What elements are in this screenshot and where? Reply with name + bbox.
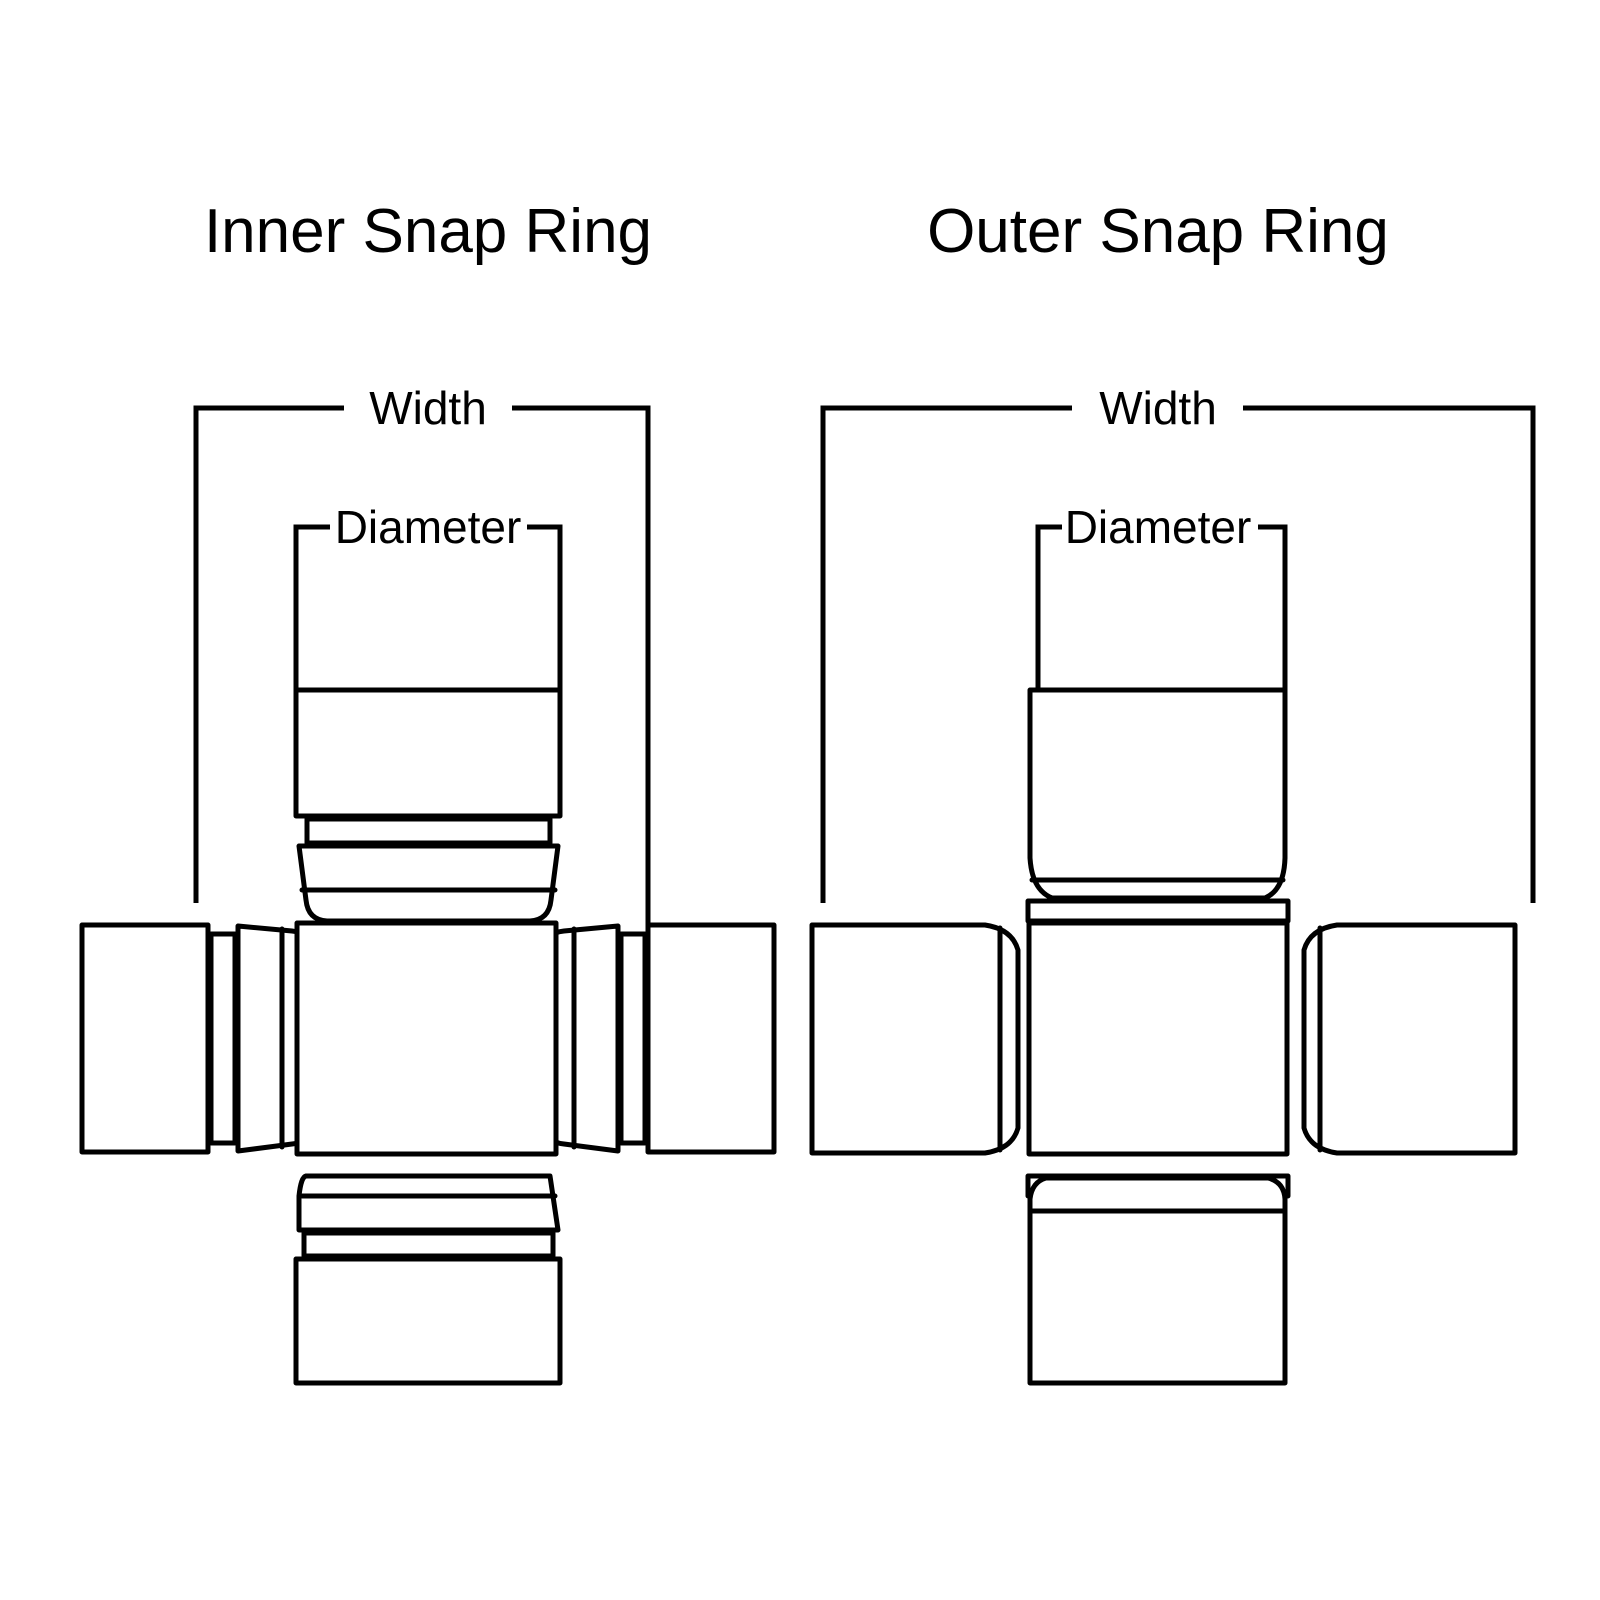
right-bearing-cap-inner [540,922,777,1155]
top-bearing-cap-outer [1025,687,1291,924]
width-label-inner: Width [369,382,487,434]
bottom-bearing-cap-outer [1025,1173,1291,1386]
right-bearing-cap-outer [1301,922,1518,1156]
cross-body-outer [1026,920,1290,1157]
diameter-dimension-outer: Diameter [1035,501,1288,690]
bottom-bearing-cap-inner [293,1173,563,1386]
panel-inner-snap-ring: Inner Snap Ring Width Diameter [79,197,777,1386]
left-bearing-cap-outer [809,922,1021,1156]
width-dimension-inner: Width [193,382,651,1150]
width-dimension-outer: Width [820,382,1536,903]
left-bearing-cap-inner [79,922,316,1155]
diameter-label-inner: Diameter [335,501,522,553]
diameter-dimension-inner: Diameter [293,501,563,690]
top-bearing-cap-inner [293,687,563,924]
width-label-outer: Width [1099,382,1217,434]
cross-body-inner [294,920,559,1157]
panel-outer-snap-ring: Outer Snap Ring Width Diameter [809,197,1536,1386]
panel-title-outer: Outer Snap Ring [927,197,1389,266]
diameter-label-outer: Diameter [1065,501,1252,553]
panel-title-inner: Inner Snap Ring [204,197,652,266]
